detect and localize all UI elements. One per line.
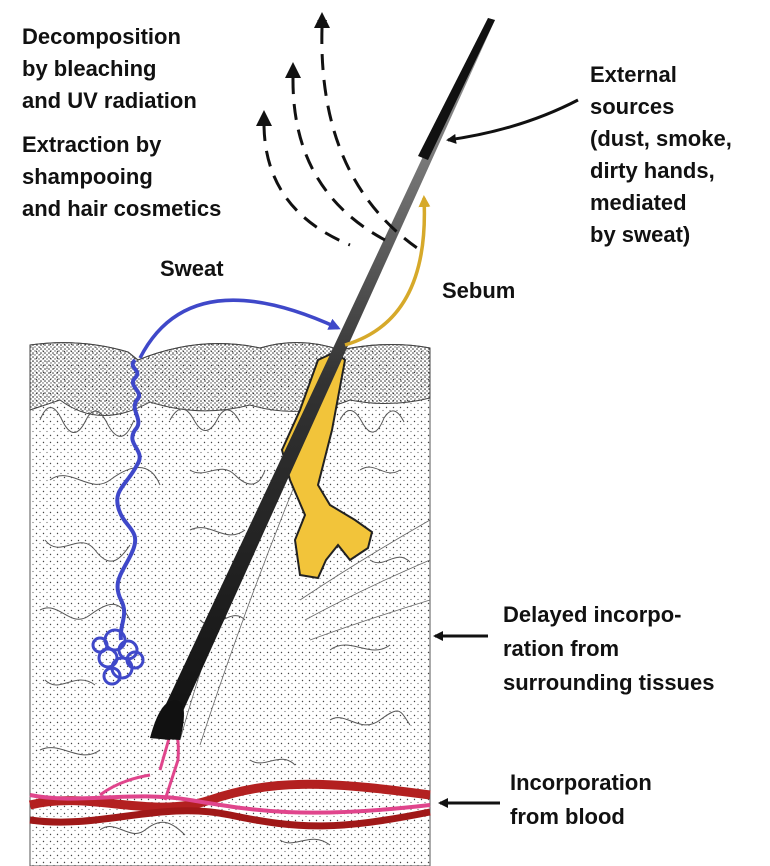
label-decomposition: Decomposition by bleaching and UV radiat… [22, 24, 197, 113]
label-delayed-incorporation: Delayed incorpo- ration from surrounding… [503, 602, 714, 695]
arc-arrowheads [256, 12, 330, 126]
label-sebum: Sebum [442, 278, 515, 303]
label-blood-incorporation: Incorporation from blood [510, 770, 658, 829]
label-external-sources: External sources (dust, smoke, dirty han… [590, 62, 738, 247]
label-sweat: Sweat [160, 256, 224, 281]
external-sources-arrow [448, 100, 578, 140]
label-extraction: Extraction by shampooing and hair cosmet… [22, 132, 221, 221]
